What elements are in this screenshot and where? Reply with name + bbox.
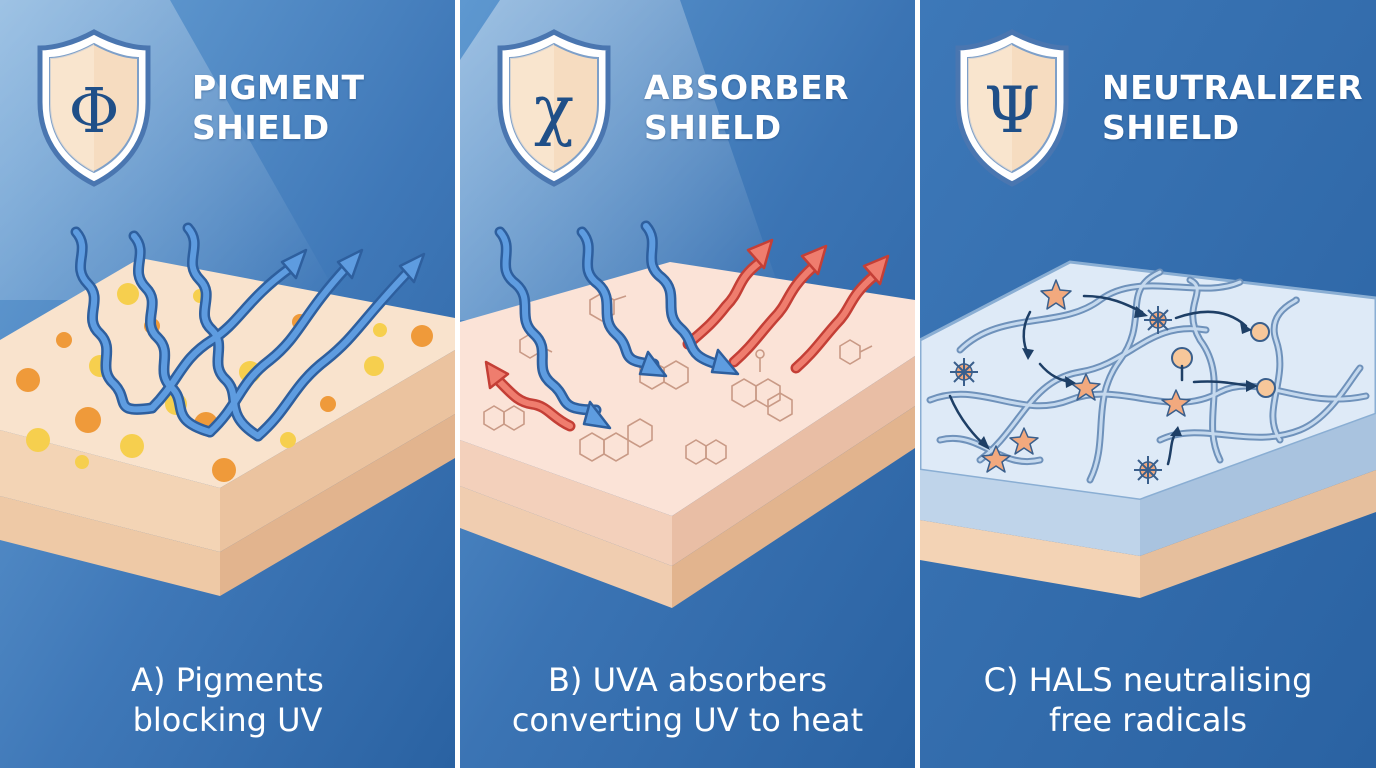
radical-star-icons [981, 279, 1191, 473]
panel-neutralizer: Ψ NEUTRALIZER SHIELD C) HALS neutralisin… [920, 0, 1376, 768]
heat-wave-arrows [484, 238, 890, 432]
panel-pigment-illustration [0, 0, 455, 768]
shield-symbol: Φ [69, 74, 120, 147]
slab-top [0, 258, 455, 488]
shield-icon: Ψ [955, 29, 1069, 187]
title-line: ABSORBER [644, 68, 850, 107]
caption-line: blocking UV [132, 701, 323, 739]
caption-line: A) Pigments [131, 661, 324, 699]
slab-side-right [1140, 414, 1376, 556]
panel-title: PIGMENT SHIELD [192, 68, 365, 148]
hals-spheres [1171, 322, 1276, 398]
slab-base-front [920, 520, 1140, 598]
shield-icon: Φ [37, 29, 151, 187]
panel-title: ABSORBER SHIELD [644, 68, 849, 148]
title-line: PIGMENT [192, 68, 365, 107]
title-line: NEUTRALIZER [1102, 68, 1364, 107]
polymer-chains [926, 268, 1370, 484]
panel-title: NEUTRALIZER SHIELD [1102, 68, 1363, 148]
title-line: SHIELD [1102, 108, 1240, 147]
shield-symbol: χ [534, 71, 574, 148]
title-line: SHIELD [192, 108, 330, 147]
caption-line: C) HALS neutralising [983, 661, 1313, 699]
caption-line: free radicals [1049, 701, 1247, 739]
slab-side-front [920, 470, 1140, 556]
panel-caption: B) UVA absorbers converting UV to heat [460, 660, 915, 740]
radical-burst-rays [950, 306, 1172, 484]
slab-base-right [672, 406, 915, 608]
shield-symbol: Ψ [984, 74, 1040, 148]
uv-wave-arrows [494, 220, 740, 430]
shield-icon: χ [497, 29, 611, 187]
slab-side-right [220, 350, 455, 552]
slab-base-front [0, 496, 220, 596]
slab-top [460, 262, 915, 516]
slab-side-right [672, 356, 915, 566]
slab-side-front [0, 430, 220, 552]
slab-base-front [460, 486, 672, 608]
panel-pigment: Φ PIGMENT SHIELD A) Pigments blocking UV [0, 0, 455, 768]
panel-caption: A) Pigments blocking UV [0, 660, 455, 740]
caption-line: converting UV to heat [511, 701, 864, 739]
slab-base-right [220, 414, 455, 596]
slab-base-right [1140, 470, 1376, 598]
caption-line: B) UVA absorbers [547, 661, 828, 699]
slab-side-front [460, 440, 672, 566]
reaction-arrowheads [978, 306, 1258, 450]
panel-absorber: χ ABSORBER SHIELD B) UVA absorbers conve… [460, 0, 915, 768]
uv-wave-arrows [70, 222, 426, 442]
panel-caption: C) HALS neutralising free radicals [920, 660, 1376, 740]
title-line: SHIELD [644, 108, 782, 147]
